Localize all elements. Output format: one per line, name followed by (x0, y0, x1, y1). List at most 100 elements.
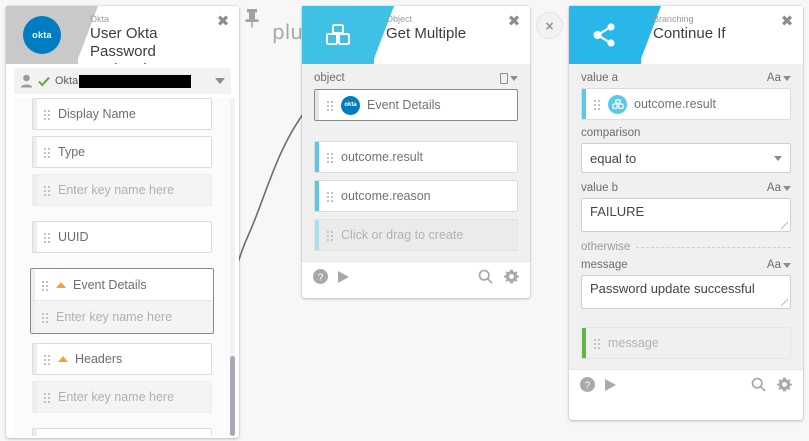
output-pill[interactable]: outcome.reason (314, 180, 518, 212)
value-a-label: value a (581, 72, 619, 84)
otherwise-divider: otherwise (581, 241, 791, 253)
drag-handle-icon[interactable] (43, 391, 51, 403)
field-list[interactable]: Display Name Type Enter key name here UU… (14, 98, 231, 436)
footer-tools (478, 269, 519, 284)
chevron-up-icon[interactable] (56, 281, 66, 288)
field-row-headers[interactable]: Headers (32, 343, 212, 375)
format-toggle-label: Aa (766, 182, 781, 194)
otherwise-label: otherwise (581, 241, 631, 253)
redacted-account-name (79, 74, 192, 88)
drag-handle-icon[interactable] (43, 146, 51, 158)
card-kicker: Branching (653, 14, 694, 24)
output-pill[interactable]: outcome.result (314, 141, 518, 173)
output-label: outcome.reason (341, 189, 431, 203)
drag-handle-icon[interactable] (593, 98, 601, 110)
outputs-section: message (569, 317, 803, 369)
object-cubes-icon (325, 23, 350, 45)
field-label: Enter key name here (56, 310, 173, 324)
drag-handle-icon[interactable] (43, 184, 51, 196)
comparison-label: comparison (581, 127, 791, 139)
search-icon[interactable] (478, 269, 493, 284)
play-icon[interactable] (337, 270, 350, 284)
format-toggle-message[interactable]: Aa (767, 259, 791, 271)
close-icon[interactable]: ✖ (216, 12, 230, 30)
object-type-selector[interactable] (500, 72, 518, 84)
close-icon[interactable]: ✖ (780, 12, 794, 30)
output-pill-create[interactable]: Click or drag to create (314, 219, 518, 251)
drag-handle-icon[interactable] (593, 337, 601, 349)
field-row[interactable]: Type (32, 136, 212, 168)
comparison-select[interactable]: equal to (581, 143, 791, 173)
get-multiple-card[interactable]: Object Get Multiple ✖ object okta Event … (302, 6, 530, 298)
chevron-down-icon[interactable] (510, 75, 518, 81)
account-selector[interactable]: Okta (14, 68, 231, 94)
field-row-placeholder[interactable]: Enter key name here (32, 381, 212, 413)
play-icon[interactable] (604, 378, 617, 392)
divider (14, 334, 231, 343)
card-footer: ? (569, 369, 803, 399)
drag-handle-icon[interactable] (326, 190, 334, 202)
field-label: Headers (75, 352, 123, 366)
pushpin-icon[interactable] (243, 8, 261, 28)
format-toggle-label: Aa (766, 72, 781, 84)
field-row[interactable]: Display Name (32, 98, 212, 130)
output-label: message (608, 336, 659, 350)
field-row[interactable]: UUID (32, 221, 212, 253)
drag-handle-icon[interactable] (43, 353, 51, 365)
divider (14, 212, 231, 221)
help-icon[interactable]: ? (313, 269, 328, 284)
card-header: okta Okta User Okta Password Updated ✖ (6, 6, 239, 64)
drag-handle-icon[interactable] (326, 229, 334, 241)
field-row-placeholder[interactable]: Enter key name here (32, 174, 212, 206)
header-text: Branching Continue If (653, 14, 773, 43)
okta-trigger-card[interactable]: okta Okta User Okta Password Updated ✖ O… (6, 6, 239, 438)
scrollbar-track[interactable] (230, 98, 235, 436)
condition-section: value a Aa outcome.result comparison (569, 64, 803, 317)
drag-handle-icon[interactable] (41, 311, 49, 323)
close-icon[interactable]: ✖ (507, 12, 521, 30)
disconnect-button[interactable]: × (536, 12, 563, 39)
value-a-pill[interactable]: outcome.result (581, 88, 791, 120)
value-b-input[interactable]: FAILURE (581, 198, 791, 232)
field-row-source[interactable]: Source (32, 428, 212, 436)
chevron-down-icon[interactable] (783, 185, 791, 191)
gear-icon[interactable] (504, 269, 519, 284)
chevron-down-icon[interactable] (783, 75, 791, 81)
message-input[interactable]: Password update successful (581, 275, 791, 309)
card-title: User Okta Password Updated (90, 25, 158, 64)
format-toggle-value-b[interactable]: Aa (767, 182, 791, 194)
drag-handle-icon[interactable] (41, 278, 49, 291)
chevron-down-icon[interactable] (215, 78, 225, 84)
chevron-up-icon[interactable] (58, 356, 68, 362)
gear-icon[interactable] (777, 377, 792, 392)
card-header: Object Get Multiple ✖ (302, 6, 530, 64)
object-label-row: object (314, 72, 518, 84)
event-details-group[interactable]: Event Details Enter key name here (30, 268, 214, 334)
search-icon[interactable] (751, 377, 766, 392)
output-pill-message[interactable]: message (581, 327, 791, 359)
object-label: object (314, 72, 345, 84)
format-toggle-value-a[interactable]: Aa (767, 72, 791, 84)
object-value-pill[interactable]: okta Event Details (314, 89, 518, 121)
message-label: message (581, 259, 628, 271)
drag-handle-icon[interactable] (326, 99, 334, 111)
card-kicker: Object (386, 14, 413, 24)
okta-logo-badge: okta (6, 6, 98, 64)
field-row-event-details[interactable]: Event Details (31, 269, 213, 301)
field-row-placeholder[interactable]: Enter key name here (31, 301, 213, 333)
drag-handle-icon[interactable] (326, 151, 334, 163)
chevron-down-icon[interactable] (783, 262, 791, 268)
continue-if-card[interactable]: Branching Continue If ✖ value a Aa (569, 6, 803, 420)
drag-handle-icon[interactable] (43, 108, 51, 120)
user-icon (20, 74, 33, 88)
scrollbar-thumb[interactable] (230, 356, 235, 436)
document-icon (500, 72, 508, 84)
comparison-value: equal to (590, 150, 637, 166)
chevron-down-icon[interactable] (774, 155, 782, 161)
value-a-text: outcome.result (634, 97, 716, 111)
help-icon[interactable]: ? (580, 377, 595, 392)
field-label: Type (58, 145, 86, 159)
card-title: Continue If (653, 25, 726, 42)
drag-handle-icon[interactable] (43, 231, 51, 243)
